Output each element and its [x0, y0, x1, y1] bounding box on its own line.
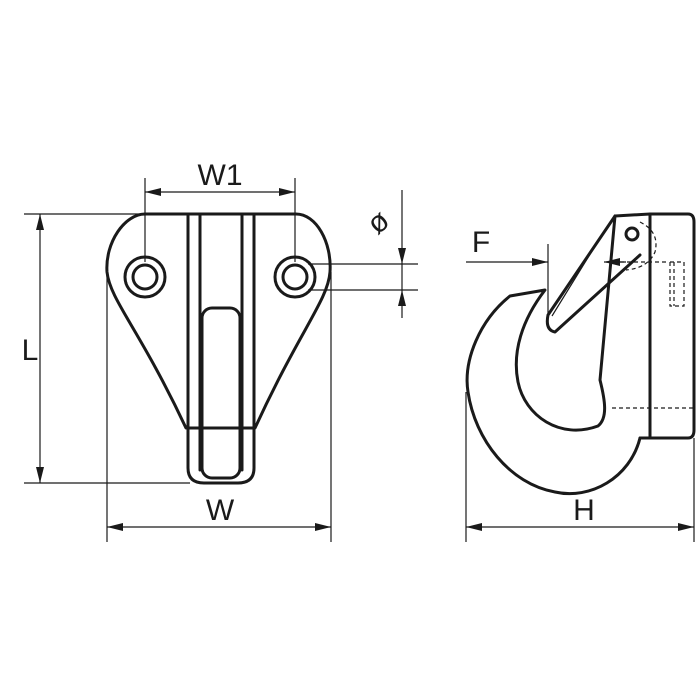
left-mounting-hole-inner — [131, 263, 159, 291]
right-mounting-hole-inner — [281, 263, 309, 291]
label-diameter: ø — [361, 204, 396, 241]
side-hook-body — [465, 212, 652, 496]
label-f: F — [472, 226, 490, 259]
front-hook-body — [186, 212, 256, 485]
front-plate-outline — [105, 212, 332, 430]
label-l: L — [22, 334, 39, 367]
label-w: W — [206, 494, 235, 527]
front-latch-tongue — [200, 306, 242, 480]
front-view — [105, 212, 332, 485]
side-back-plate — [638, 212, 696, 440]
label-h: H — [573, 494, 595, 527]
right-mounting-hole-outer — [273, 255, 317, 299]
left-mounting-hole-outer — [123, 255, 167, 299]
side-pivot-pin — [624, 226, 640, 242]
hidden-line-recess — [669, 261, 685, 307]
dimension-diameter: ø — [308, 190, 418, 318]
dimension-w1: W1 — [144, 159, 296, 262]
side-view — [465, 212, 696, 496]
dimension-l: L — [22, 213, 190, 484]
label-w1: W1 — [198, 159, 243, 192]
dimension-f: F — [466, 226, 626, 318]
side-latch-inner — [551, 237, 601, 317]
dimension-w: W — [106, 272, 332, 542]
hidden-line-pivot — [625, 221, 657, 271]
dimension-h: H — [465, 392, 695, 542]
